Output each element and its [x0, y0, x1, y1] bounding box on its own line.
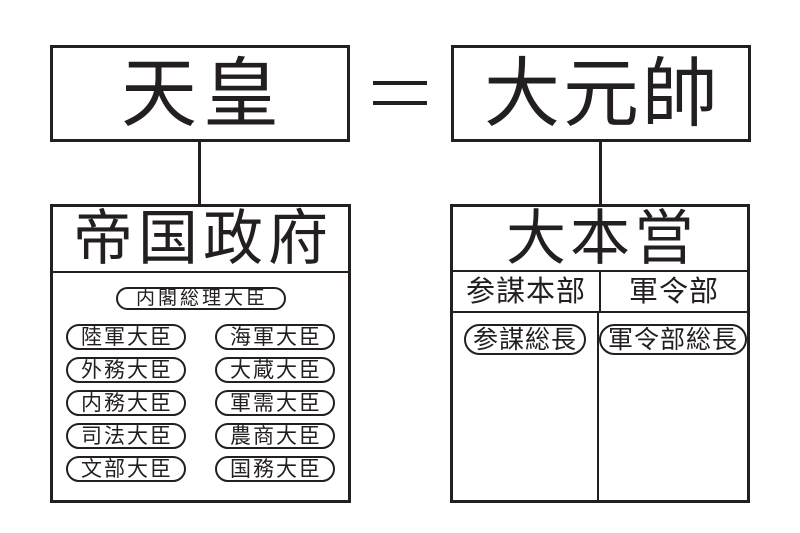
emperor-box: 天皇: [50, 45, 350, 142]
minister-pill: 司法大臣: [66, 423, 186, 449]
imperial-headquarters-title: 大本営: [453, 207, 747, 272]
imperial-government-body: 内閣総理大臣 陸軍大臣 海軍大臣 外務大臣 大蔵大臣 内務大臣 軍需大臣 司法大…: [53, 273, 348, 482]
connector-emperor-government: [198, 142, 201, 204]
generalissimo-label: 大元帥: [484, 48, 721, 138]
minister-pill: 文部大臣: [66, 456, 186, 482]
minister-pill: 大蔵大臣: [215, 357, 335, 383]
headquarters-body: 参謀総長 軍令部総長: [453, 313, 747, 500]
emperor-label: 天皇: [121, 48, 285, 138]
minister-pill: 外務大臣: [66, 357, 186, 383]
minister-pill: 軍需大臣: [215, 390, 335, 416]
equals-sign: [373, 81, 427, 105]
branch-general-staff: 参謀本部: [453, 272, 601, 311]
navy-command-column: 軍令部総長: [598, 313, 747, 500]
imperial-government-title: 帝国政府: [53, 207, 348, 273]
prime-minister-pill: 内閣総理大臣: [115, 287, 286, 310]
minister-pill: 陸軍大臣: [66, 324, 186, 350]
imperial-government-box: 帝国政府 内閣総理大臣 陸軍大臣 海軍大臣 外務大臣 大蔵大臣 内務大臣 軍需大…: [50, 204, 351, 503]
headquarters-branch-row: 参謀本部 軍令部: [453, 272, 747, 313]
generalissimo-box: 大元帥: [451, 45, 751, 142]
minister-pill: 内務大臣: [66, 390, 186, 416]
imperial-headquarters-box: 大本営 参謀本部 軍令部 参謀総長 軍令部総長: [450, 204, 750, 503]
general-staff-column: 参謀総長: [453, 313, 599, 500]
minister-pill: 国務大臣: [215, 456, 335, 482]
navy-chief-pill: 軍令部総長: [598, 324, 747, 355]
minister-pill: 海軍大臣: [215, 324, 335, 350]
minister-grid: 陸軍大臣 海軍大臣 外務大臣 大蔵大臣 内務大臣 軍需大臣 司法大臣 農商大臣 …: [66, 324, 335, 482]
branch-navy-command: 軍令部: [628, 274, 719, 308]
connector-generalissimo-headquarters: [599, 142, 602, 204]
chief-of-staff-pill: 参謀総長: [463, 324, 586, 355]
minister-pill: 農商大臣: [215, 423, 335, 449]
